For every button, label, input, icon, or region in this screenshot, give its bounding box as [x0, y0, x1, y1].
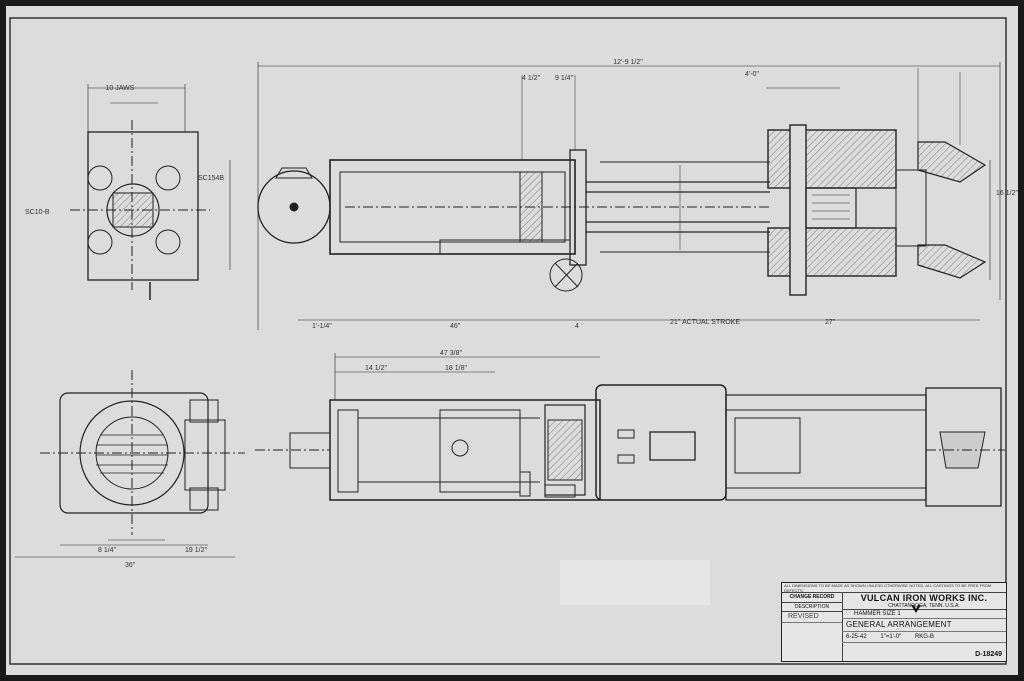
dim-elev-top-b: 14 1/2": [365, 365, 387, 372]
dim-elev-top-c: 18 1/8": [445, 365, 467, 372]
dim-elev-width: 36": [125, 562, 136, 569]
hammer-section-view: [257, 62, 1001, 330]
drawn-by: RKG-B: [914, 634, 934, 640]
company-name: VULCAN IRON WORKS INC.: [860, 593, 988, 603]
dim-bottom-stroke: 21": [670, 319, 681, 326]
vulcan-logo-icon: [911, 605, 921, 613]
dim-bottom-left: 1'-1/4": [312, 323, 332, 330]
dim-jaws-label: 10 JAWS: [106, 85, 135, 92]
drawing-title: GENERAL ARRANGEMENT: [842, 619, 1006, 632]
callout-right: SC154B: [198, 175, 224, 182]
change-record-label: CHANGE RECORD: [782, 593, 842, 603]
end-view-top: [70, 84, 231, 300]
hammer-size: HAMMER SIZE 1: [842, 610, 1006, 619]
drawing-date: 6-25-42: [846, 634, 867, 640]
dim-overall-length: 12'-9 1/2": [613, 59, 643, 66]
end-view-bottom: [15, 370, 245, 558]
hammer-plan-view: [255, 353, 1005, 507]
actual-stroke-label: ACTUAL STROKE: [682, 319, 740, 326]
drawing-number: D-18249: [975, 651, 1002, 658]
change-record: CHANGE RECORD DESCRIPTION REVISED: [782, 593, 843, 661]
dim-bottom-46: 46": [450, 323, 461, 330]
drawing-scale: 1"=1'-0": [880, 634, 902, 640]
dim-bottom-27: 27": [825, 319, 836, 326]
dim-top-b: 9 1/4": [555, 75, 574, 82]
dim-top-c: 4'-0": [745, 71, 759, 78]
callout-left: SC10-B: [25, 209, 50, 216]
company-city: CHATTANOOGA, TENN. U.S.A.: [842, 603, 1006, 610]
title-block-notes: ALL DIMENSIONS TO BE MADE AS SHOWN UNLES…: [782, 583, 1006, 593]
dim-bottom-4: 4: [575, 323, 579, 330]
title-block: ALL DIMENSIONS TO BE MADE AS SHOWN UNLES…: [781, 582, 1007, 662]
description-label: DESCRIPTION: [782, 603, 842, 612]
dim-side-height: 16 1/2": [996, 190, 1018, 197]
title-block-main: VULCAN IRON WORKS INC. CHATTANOOGA, TENN…: [842, 593, 1006, 661]
dim-elev-top-a: 47 3/8": [440, 350, 462, 357]
drawing-meta-row: 6-25-42 1"=1'-0" RKG-B: [842, 632, 1006, 643]
dim-elev-b: 8 1/4": [98, 547, 117, 554]
dim-top-a: 4 1/2": [522, 75, 541, 82]
revision-entry: REVISED: [782, 612, 842, 623]
dim-elev-a: 19 1/2": [185, 547, 207, 554]
